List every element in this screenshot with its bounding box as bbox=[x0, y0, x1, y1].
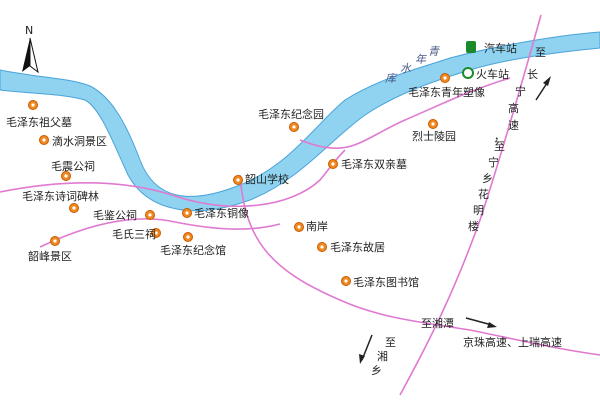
road-label-ningxiang-4: 乡 bbox=[482, 172, 493, 185]
poi-icon-center bbox=[154, 231, 158, 235]
poi-markers bbox=[28, 41, 476, 286]
poi-icon-center bbox=[431, 122, 435, 126]
label-bus-station[interactable]: 汽车站 bbox=[484, 42, 517, 55]
label-martyrs-cemetery[interactable]: 烈士陵园 bbox=[412, 130, 456, 143]
road-label-changsha-4: 高 bbox=[508, 102, 519, 115]
road-south bbox=[239, 174, 600, 356]
poi-icon-center bbox=[320, 245, 324, 249]
poi-icon-center bbox=[42, 138, 46, 142]
poi-icon-center bbox=[72, 206, 76, 210]
label-former-residence[interactable]: 毛泽东故居 bbox=[330, 241, 385, 254]
road-main bbox=[0, 149, 346, 208]
poi-icon-center bbox=[185, 211, 189, 215]
label-dishui-cave[interactable]: 滴水洞景区 bbox=[52, 135, 107, 148]
road-label-xiangxiang-3: 乡 bbox=[371, 364, 382, 377]
label-library[interactable]: 毛泽东图书馆 bbox=[353, 276, 419, 289]
poi-icon-center bbox=[292, 125, 296, 129]
road-label-xiangtan: 至湘潭 bbox=[421, 317, 454, 330]
road-label-ningxiang-1: ， bbox=[494, 130, 505, 143]
road-label-ningxiang-3: 宁 bbox=[488, 156, 499, 169]
poi-icon-center bbox=[148, 213, 152, 217]
poi-icon-center bbox=[331, 162, 335, 166]
label-memorial-garden[interactable]: 毛泽东纪念园 bbox=[258, 108, 324, 121]
road-label-ningxiang-7: 楼 bbox=[468, 220, 479, 233]
road-label-expressway: 京珠高速、上瑞高速 bbox=[463, 336, 562, 349]
direction-arrow-xiangtan-icon bbox=[465, 317, 497, 328]
poi-icon-center bbox=[297, 225, 301, 229]
road-west bbox=[39, 218, 281, 248]
label-memorial-hall[interactable]: 毛泽东纪念馆 bbox=[160, 244, 226, 257]
label-youth-statue[interactable]: 毛泽东青年塑像 bbox=[408, 86, 485, 99]
label-shaoshan-school[interactable]: 韶山学校 bbox=[245, 173, 289, 186]
road-label-xiangxiang-1: 至 bbox=[385, 336, 396, 349]
train-icon[interactable] bbox=[462, 67, 474, 79]
poi-icon-center bbox=[443, 76, 447, 80]
road-label-xiangxiang-2: 湘 bbox=[377, 350, 388, 363]
river-char-4: 青 bbox=[428, 45, 439, 58]
poi-icon-center bbox=[64, 174, 68, 178]
north-label: N bbox=[25, 24, 34, 37]
road-label-changsha-5: 速 bbox=[508, 119, 519, 132]
poi-icon-center bbox=[344, 279, 348, 283]
label-jian-shrine[interactable]: 毛鉴公祠 bbox=[93, 209, 137, 222]
poi-icon-center bbox=[186, 235, 190, 239]
road-label-changsha-3: 宁 bbox=[515, 85, 526, 98]
river-char-3: 年 bbox=[415, 53, 426, 66]
direction-arrow-xiangxiang-icon bbox=[359, 334, 373, 364]
label-bronze-statue[interactable]: 毛泽东铜像 bbox=[194, 207, 249, 220]
label-nanan[interactable]: 南岸 bbox=[306, 220, 328, 233]
road-expressway bbox=[399, 14, 542, 396]
label-ancestral-shrine[interactable]: 毛氏三祠 bbox=[112, 228, 156, 241]
label-zhen-shrine[interactable]: 毛震公祠 bbox=[51, 160, 95, 173]
road-label-changsha-1: 至 bbox=[535, 46, 546, 59]
direction-arrow-changsha-icon bbox=[535, 76, 551, 101]
label-grandfather-tomb[interactable]: 毛泽东祖父墓 bbox=[6, 116, 72, 129]
label-train-station[interactable]: 火车站 bbox=[476, 68, 509, 81]
north-arrow-icon bbox=[22, 37, 39, 74]
poi-icon-center bbox=[236, 178, 240, 182]
label-shaofeng[interactable]: 韶峰景区 bbox=[28, 250, 72, 263]
road-label-ningxiang-5: 花 bbox=[478, 188, 489, 201]
road-network bbox=[0, 14, 600, 396]
label-poetry-forest[interactable]: 毛泽东诗词碑林 bbox=[22, 190, 99, 203]
river-char-1: 库 bbox=[385, 72, 396, 85]
bus-icon[interactable] bbox=[466, 41, 476, 53]
road-label-ningxiang-6: 明 bbox=[473, 204, 484, 217]
poi-icon-center bbox=[53, 239, 57, 243]
poi-icon-center bbox=[31, 103, 35, 107]
road-north bbox=[299, 77, 511, 149]
river-char-2: 水 bbox=[400, 62, 411, 75]
label-parents-tomb[interactable]: 毛泽东双亲墓 bbox=[341, 158, 407, 171]
road-label-changsha-2: 长 bbox=[527, 68, 538, 81]
road-label-ningxiang-2: 至 bbox=[494, 140, 505, 153]
